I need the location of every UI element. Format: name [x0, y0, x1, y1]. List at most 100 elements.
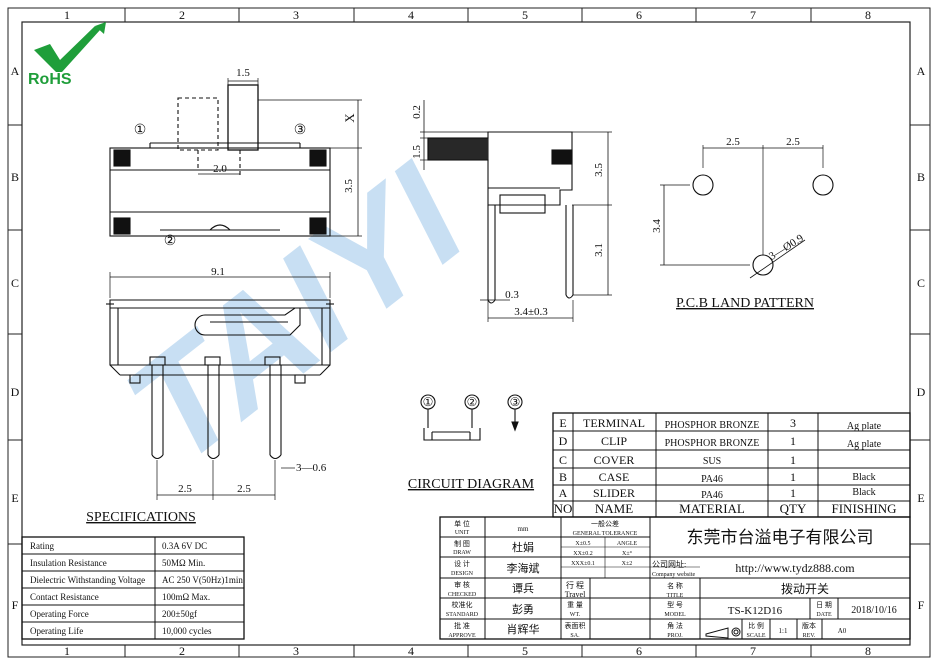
draw-value: 杜娟: [512, 540, 534, 554]
bom-name: TERMINAL: [583, 416, 645, 430]
bom-name: CASE: [599, 470, 630, 484]
col-label: 3: [293, 644, 299, 658]
bom-header-name: NAME: [595, 501, 633, 516]
pcb-title: P.C.B LAND PATTERN: [676, 296, 814, 311]
spec-value: 50MΩ Min.: [162, 558, 205, 568]
dim-side-31: 3.1: [593, 243, 605, 257]
grid-ticks: [8, 8, 930, 657]
design-label-en: DESIGN: [451, 571, 474, 577]
top-view: [109, 78, 362, 237]
check-label: 审 核: [454, 580, 470, 589]
weight-label-en: WT.: [570, 612, 581, 618]
dim-front-25b: 2.5: [237, 483, 251, 495]
circuit-node-1: ①: [423, 395, 434, 409]
specs-title: SPECIFICATIONS: [86, 510, 196, 525]
circuit-diagram: [420, 394, 523, 441]
row-label: A: [917, 64, 926, 78]
spec-value: 0.3A 6V DC: [162, 541, 207, 551]
col-label: 5: [522, 8, 528, 22]
dim-side-03: 0.3: [505, 289, 519, 301]
bom-no: B: [559, 470, 567, 484]
tol-value: ANGLE: [617, 541, 638, 547]
bom-qty: 3: [790, 416, 796, 430]
row-label: B: [917, 170, 925, 184]
date-label: 日 期: [816, 601, 832, 609]
dim-side-34tol: 3.4±0.3: [514, 306, 548, 318]
col-label: 6: [636, 644, 642, 658]
company-website: http://www.tydz888.com: [735, 561, 855, 575]
row-label: D: [917, 385, 926, 399]
travel-label: 行 程: [566, 580, 584, 590]
col-label: 8: [865, 8, 871, 22]
bom-header-material: MATERIAL: [679, 501, 745, 516]
standard-label: 校准化: [452, 600, 473, 609]
dim-x: X: [342, 113, 357, 123]
circuit-node-2: ②: [467, 395, 478, 409]
spec-label: Dielectric Withstanding Voltage: [30, 575, 145, 585]
model-label: 型 号: [667, 600, 683, 609]
col-label: 2: [179, 8, 185, 22]
dim-slider-width: 1.5: [236, 67, 250, 79]
scale-value: 1:1: [779, 627, 788, 635]
tolerance-title: 一般公差: [591, 519, 619, 528]
bom-no: E: [559, 416, 566, 430]
spec-value: 200±50gf: [162, 609, 197, 619]
revision-value: A0: [838, 627, 847, 635]
model-value: TS-K12D16: [728, 605, 783, 617]
pcb-land-pattern: [660, 145, 834, 279]
dim-side-02: 0.2: [411, 105, 423, 119]
model-label-en: MODEL: [664, 612, 686, 618]
check-value: 谭兵: [512, 582, 534, 595]
pin-label-3: ③: [294, 123, 307, 138]
check-icon: [34, 26, 100, 72]
col-label: 1: [64, 8, 70, 22]
spec-label: Operating Life: [30, 626, 83, 636]
revision-label: 版本: [802, 621, 816, 630]
tol-value: X±2: [622, 561, 633, 567]
draw-label-en: DRAW: [453, 550, 471, 556]
bom-header-no: NO: [554, 501, 573, 516]
spec-value: 10,000 cycles: [162, 626, 212, 636]
date-value: 2018/10/16: [851, 605, 897, 616]
pin-label-1: ①: [134, 123, 147, 138]
bom-material: SUS: [703, 456, 721, 467]
dim-pcb-34: 3.4: [651, 219, 663, 233]
approve-value: 肖辉华: [507, 622, 540, 636]
bom-no: D: [559, 434, 568, 448]
col-label: 7: [750, 644, 756, 658]
bom-name: COVER: [594, 453, 635, 467]
surface-label: 表面积: [565, 621, 586, 630]
specs-table: [21, 536, 245, 640]
unit-value: mm: [518, 525, 529, 533]
tol-value: X±0.5: [575, 541, 590, 547]
design-value: 李海斌: [507, 561, 540, 575]
bom-finishing: Black: [852, 487, 875, 498]
col-label: 6: [636, 8, 642, 22]
col-label: 7: [750, 8, 756, 22]
row-label: C: [917, 276, 925, 290]
dim-front-91: 9.1: [211, 266, 225, 278]
col-label: 3: [293, 8, 299, 22]
rohs-logo: RoHS: [28, 22, 106, 88]
col-label: 5: [522, 644, 528, 658]
travel-label-en: Travel: [565, 590, 586, 599]
col-label: 4: [408, 8, 414, 22]
spec-label: Rating: [30, 541, 54, 551]
spec-value: AC 250 V(50Hz)1min: [162, 575, 243, 585]
bom-material: PA46: [701, 490, 723, 501]
bom-qty: 1: [790, 470, 796, 484]
tol-value: X±°: [622, 550, 633, 557]
scale-label: 比 例: [748, 621, 764, 630]
spec-label: Contact Resistance: [30, 592, 99, 602]
standard-value: 彭勇: [512, 602, 534, 616]
title-block: [439, 516, 911, 640]
row-label: F: [12, 598, 19, 612]
approve-label-en: APPROVE: [448, 633, 476, 639]
side-view: [420, 100, 612, 322]
pin-label-2: ②: [164, 234, 177, 249]
watermark-text: TAIYI: [96, 132, 495, 496]
name-label-en: TITLE: [667, 593, 684, 599]
bom-no: C: [559, 453, 567, 467]
spec-value: 100mΩ Max.: [162, 592, 210, 602]
row-label: C: [11, 276, 19, 290]
